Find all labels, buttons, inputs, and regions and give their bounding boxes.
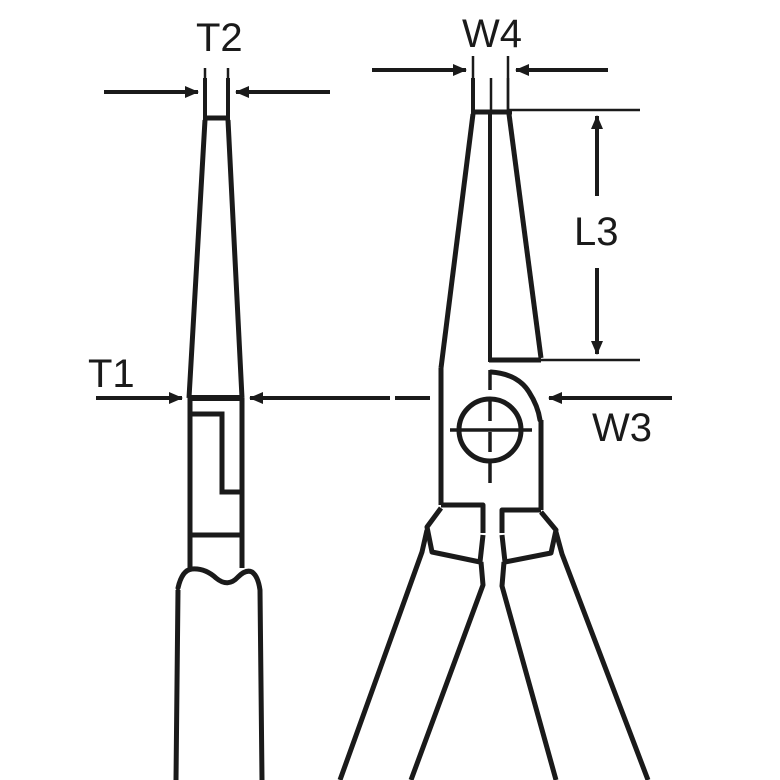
front-view-handle-right-outer bbox=[553, 531, 651, 780]
dimension-label-w4: W4 bbox=[462, 12, 522, 56]
front-view-jaw-blend-curve bbox=[488, 369, 543, 423]
front-view-left-jaw-outer bbox=[438, 113, 476, 369]
side-view-joint-sides bbox=[187, 398, 245, 568]
side-view-jaw-tip bbox=[203, 78, 230, 118]
front-view-joint-lower-right bbox=[499, 507, 541, 533]
side-view-group bbox=[173, 78, 265, 780]
side-view-handle-curve bbox=[175, 566, 263, 593]
dimension-label-t2: T2 bbox=[196, 16, 243, 60]
front-view-handle-shoulder-right bbox=[499, 510, 559, 565]
dimension-w4 bbox=[372, 56, 608, 112]
front-view-handle-shoulder-left bbox=[424, 506, 486, 565]
front-view-right-jaw-outer bbox=[506, 113, 544, 359]
dimension-l3 bbox=[508, 108, 640, 362]
side-view-lap-joint-detail bbox=[192, 411, 242, 495]
front-view-handle-left-inner bbox=[408, 561, 486, 780]
dimension-t2 bbox=[104, 68, 330, 120]
side-view-handle-sides bbox=[173, 589, 265, 780]
front-view-handle-right-inner bbox=[499, 561, 559, 780]
front-view-handle-left-outer bbox=[337, 529, 430, 780]
dimension-label-w3: W3 bbox=[592, 406, 652, 450]
front-view-joint-lower-left bbox=[441, 502, 486, 533]
side-view-jaw-taper bbox=[186, 119, 245, 399]
dimension-label-l3: L3 bbox=[574, 210, 619, 254]
dimension-label-t1: T1 bbox=[88, 352, 135, 396]
